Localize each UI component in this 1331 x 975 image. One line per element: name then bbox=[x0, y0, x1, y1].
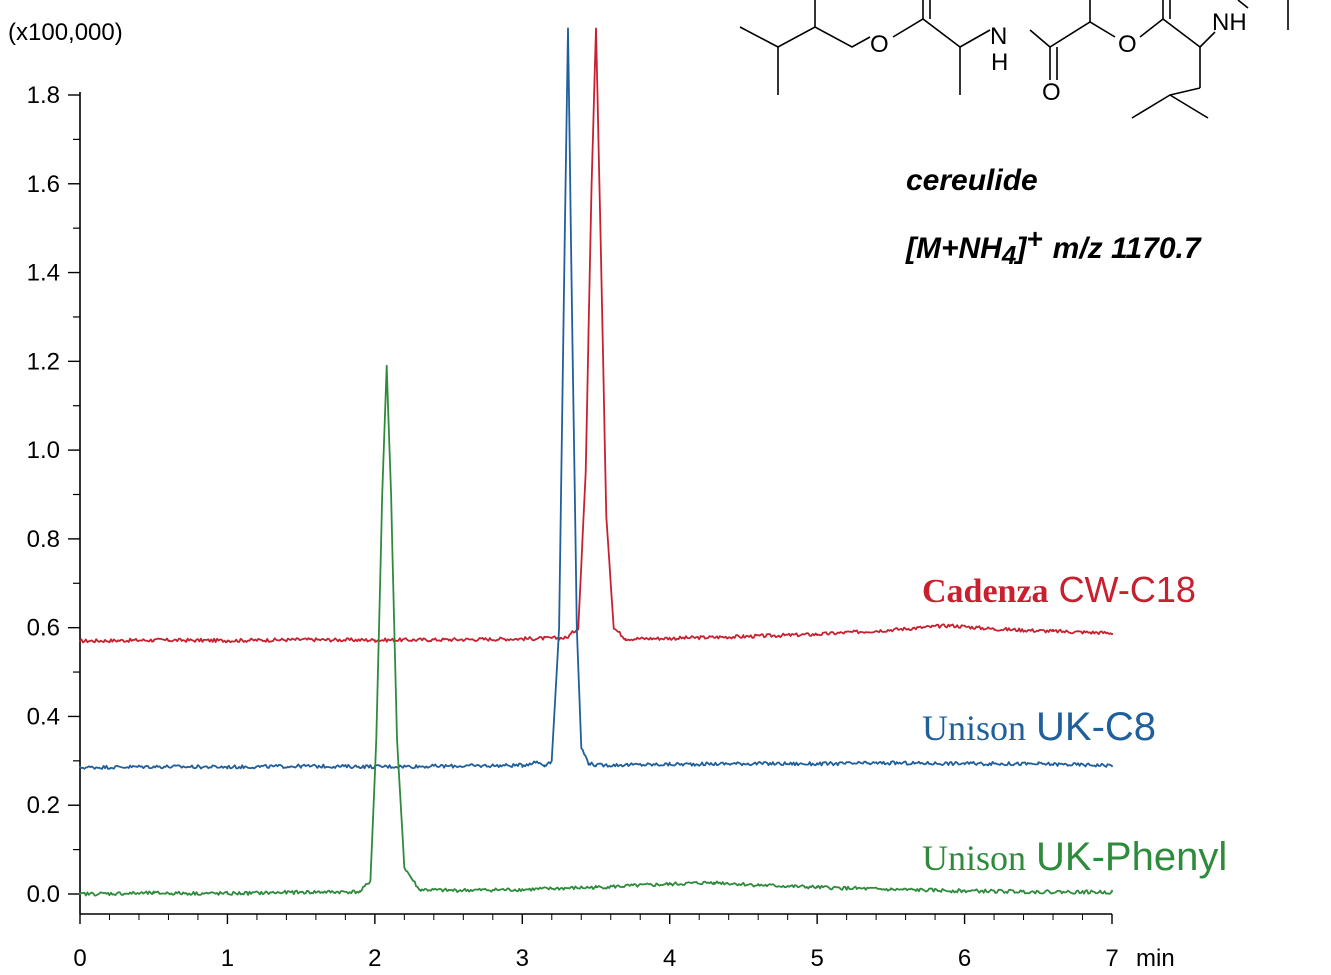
structure-label-h: H bbox=[991, 49, 1008, 76]
series-label-cadenza: Cadenza CW-C18 bbox=[922, 569, 1196, 610]
series-trace-uk-phenyl bbox=[79, 364, 1113, 897]
structure-atom-labels: O N H O O O NH bbox=[870, 9, 1247, 106]
series-column-uk-phenyl: UK-Phenyl bbox=[1036, 835, 1227, 879]
series-brand-cadenza: Cadenza bbox=[922, 573, 1049, 610]
ion-superscript: + bbox=[1026, 223, 1042, 254]
series-column-uk-c8: UK-C8 bbox=[1036, 705, 1156, 749]
x-ticks: 0 1 2 3 4 5 6 7 bbox=[73, 914, 1119, 972]
x-tick-label: 3 bbox=[516, 945, 529, 972]
y-tick-label: 1.8 bbox=[27, 82, 60, 109]
ion-prefix: [M+NH bbox=[905, 232, 1003, 265]
series-column-cw-c18: CW-C18 bbox=[1059, 569, 1196, 610]
x-tick-label: 2 bbox=[368, 945, 381, 972]
y-tick-label: 0.2 bbox=[27, 792, 60, 819]
y-tick-label: 1.0 bbox=[27, 437, 60, 464]
x-tick-label: 1 bbox=[221, 945, 234, 972]
x-tick-label: 7 bbox=[1105, 945, 1118, 972]
ion-annotation: [M+NH4]+ m/z 1170.7 bbox=[905, 223, 1202, 270]
y-tick-label: 0.4 bbox=[27, 703, 60, 730]
x-tick-label: 5 bbox=[810, 945, 823, 972]
compound-name: cereulide bbox=[906, 164, 1038, 197]
structure-label-o3: O bbox=[1118, 31, 1137, 58]
series-layer bbox=[79, 27, 1113, 897]
y-unit-label: (x100,000) bbox=[8, 19, 123, 46]
y-tick-label: 0.6 bbox=[27, 615, 60, 642]
y-tick-label: 1.2 bbox=[27, 348, 60, 375]
y-tick-label: 1.4 bbox=[27, 260, 60, 287]
series-brand-unison-phenyl: Unison bbox=[922, 838, 1026, 878]
y-tick-label: 0.0 bbox=[27, 881, 60, 908]
structure-label-o1: O bbox=[870, 31, 889, 58]
structure-label-n: N bbox=[990, 23, 1007, 50]
x-unit-label: min bbox=[1136, 945, 1175, 972]
series-trace-uk-c8 bbox=[79, 27, 1113, 770]
y-ticks: 0.0 0.2 0.4 0.6 0.8 1.0 1.2 1.4 1.6 1.8 bbox=[27, 82, 80, 908]
y-tick-label: 1.6 bbox=[27, 171, 60, 198]
y-tick-label: 0.8 bbox=[27, 526, 60, 553]
ion-mz: m/z 1170.7 bbox=[1053, 232, 1202, 265]
x-tick-label: 6 bbox=[958, 945, 971, 972]
series-brand-unison-c8: Unison bbox=[922, 708, 1026, 748]
series-trace-cw-c18 bbox=[79, 27, 1113, 644]
x-tick-label: 0 bbox=[73, 945, 86, 972]
structure-label-nh: NH bbox=[1212, 9, 1247, 36]
ion-bracket: ] bbox=[1013, 232, 1027, 265]
ion-subscript: 4 bbox=[1001, 240, 1017, 270]
axes bbox=[79, 92, 1112, 915]
cereulide-structure-drawing bbox=[739, 0, 1289, 119]
x-tick-label: 4 bbox=[663, 945, 676, 972]
structure-label-o2: O bbox=[1042, 79, 1061, 106]
